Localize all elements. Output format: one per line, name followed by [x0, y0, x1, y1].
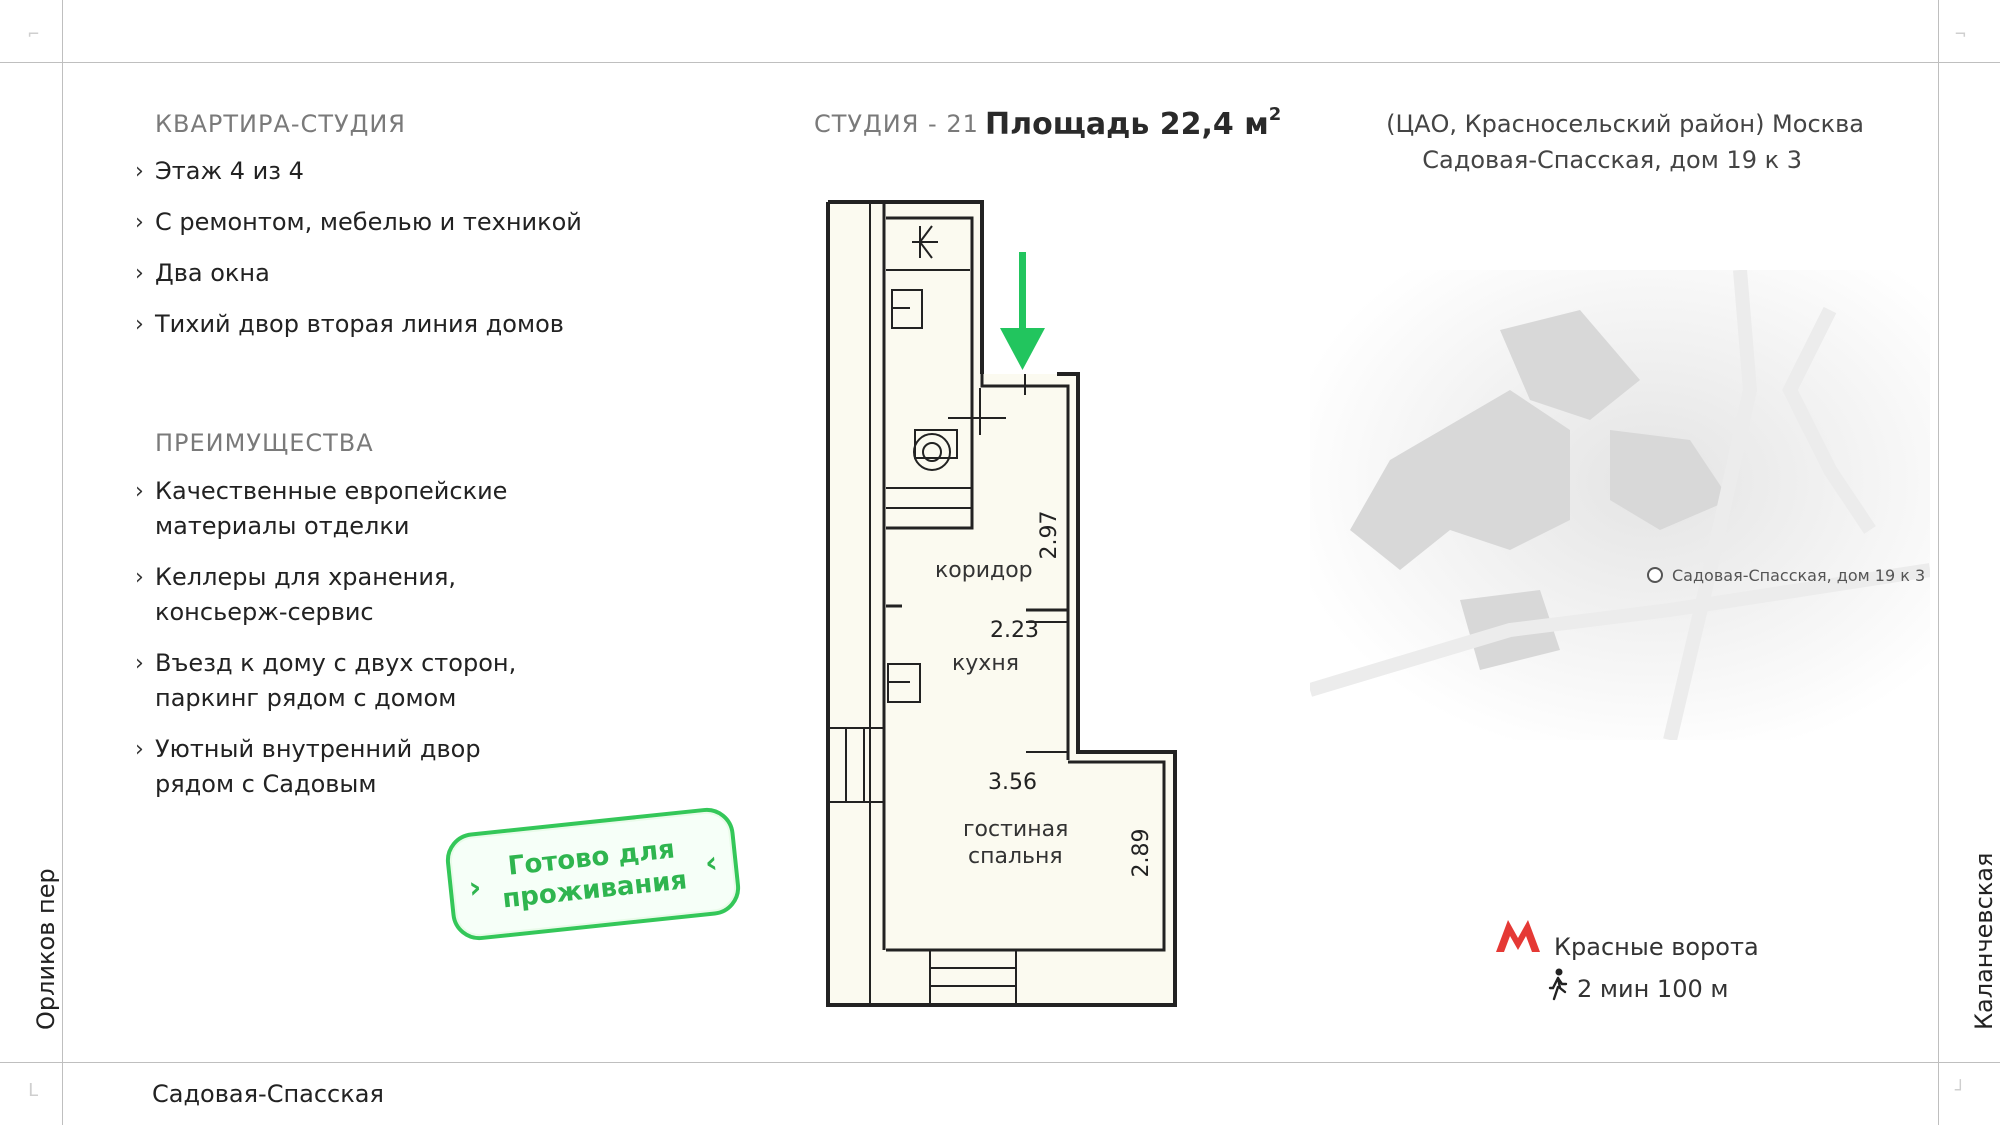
chevron-right-icon: › [135, 565, 144, 590]
corner-mark-tr: ¬ [1955, 24, 1966, 45]
chevron-right-icon: › [467, 869, 483, 906]
metro-logo-icon [1496, 920, 1540, 952]
living-wall [886, 760, 1166, 952]
room-kitchen: кухня [952, 651, 1019, 676]
chevron-right-icon: › [135, 210, 144, 235]
metro-station: Красные ворота [1554, 933, 1759, 961]
chevron-right-icon: › [135, 261, 144, 286]
plan-area: Площадь 22,4 м2 [985, 104, 1282, 142]
entrance-arrow-icon [1000, 252, 1045, 370]
room-living: гостиная [963, 817, 1068, 842]
chevron-right-icon: › [135, 159, 144, 184]
frame-top-line [0, 62, 2000, 63]
apartment-features: ›Этаж 4 из 4 ›С ремонтом, мебелью и техн… [135, 154, 582, 358]
address-line1: (ЦАО, Красносельский район) Москва [1386, 110, 1864, 138]
advantage-item: ›Въезд к дому с двух сторон,паркинг рядо… [135, 646, 516, 716]
room-bedroom: спальня [968, 844, 1063, 869]
walk-icon [1548, 968, 1568, 1001]
apartment-title: КВАРТИРА-СТУДИЯ [155, 110, 406, 138]
advantages-title: ПРЕИМУЩЕСТВА [155, 429, 374, 457]
frame-left-line [62, 0, 63, 1125]
chevron-right-icon: › [135, 651, 144, 676]
dim-living-width: 3.56 [988, 770, 1037, 795]
feature-item: ›Два окна [135, 256, 582, 291]
dim-kitchen: 2.23 [990, 618, 1039, 643]
corner-mark-br: ┘ [1955, 1080, 1966, 1101]
sink-icon [912, 225, 938, 259]
corner-mark-tl: ⌐ [28, 24, 39, 45]
street-bottom: Садовая-Спасская [152, 1080, 384, 1108]
chevron-right-icon: › [135, 479, 144, 504]
address-line2: Садовая-Спасская, дом 19 к 3 [1422, 146, 1802, 174]
street-left: Орликов пер [32, 868, 60, 1030]
chevron-left-icon: ‹ [703, 845, 720, 882]
plan-name: СТУДИЯ - 21 [814, 110, 979, 138]
dim-living-height: 2.89 [1129, 829, 1154, 878]
toilet-icon [913, 433, 951, 471]
room-corridor: коридор [935, 558, 1033, 583]
chevron-right-icon: › [135, 737, 144, 762]
feature-item: ›С ремонтом, мебелью и техникой [135, 205, 582, 240]
dim-corridor: 2.97 [1037, 511, 1062, 560]
map [1310, 270, 1930, 740]
outer-wall [826, 200, 1177, 1007]
walk-time: 2 мин 100 м [1577, 975, 1729, 1003]
feature-item: ›Тихий двор вторая линия домов [135, 307, 582, 342]
map-roads [1310, 270, 1930, 740]
plan-fill [828, 202, 1175, 1005]
advantage-item: ›Келлеры для хранения,консьерж-сервис [135, 560, 516, 630]
street-right: Каланчевская [1970, 852, 1998, 1030]
frame-right-line [1938, 0, 1939, 1125]
frame-bottom-line [0, 1062, 2000, 1063]
chevron-right-icon: › [135, 312, 144, 337]
map-pin-icon [1647, 567, 1663, 583]
map-address-label: Садовая-Спасская, дом 19 к 3 [1672, 566, 1926, 585]
floor-plan: коридор кухня гостиная спальня 2.97 2.23… [826, 200, 1177, 1007]
corner-mark-bl: L [28, 1080, 39, 1101]
feature-item: ›Этаж 4 из 4 [135, 154, 582, 189]
